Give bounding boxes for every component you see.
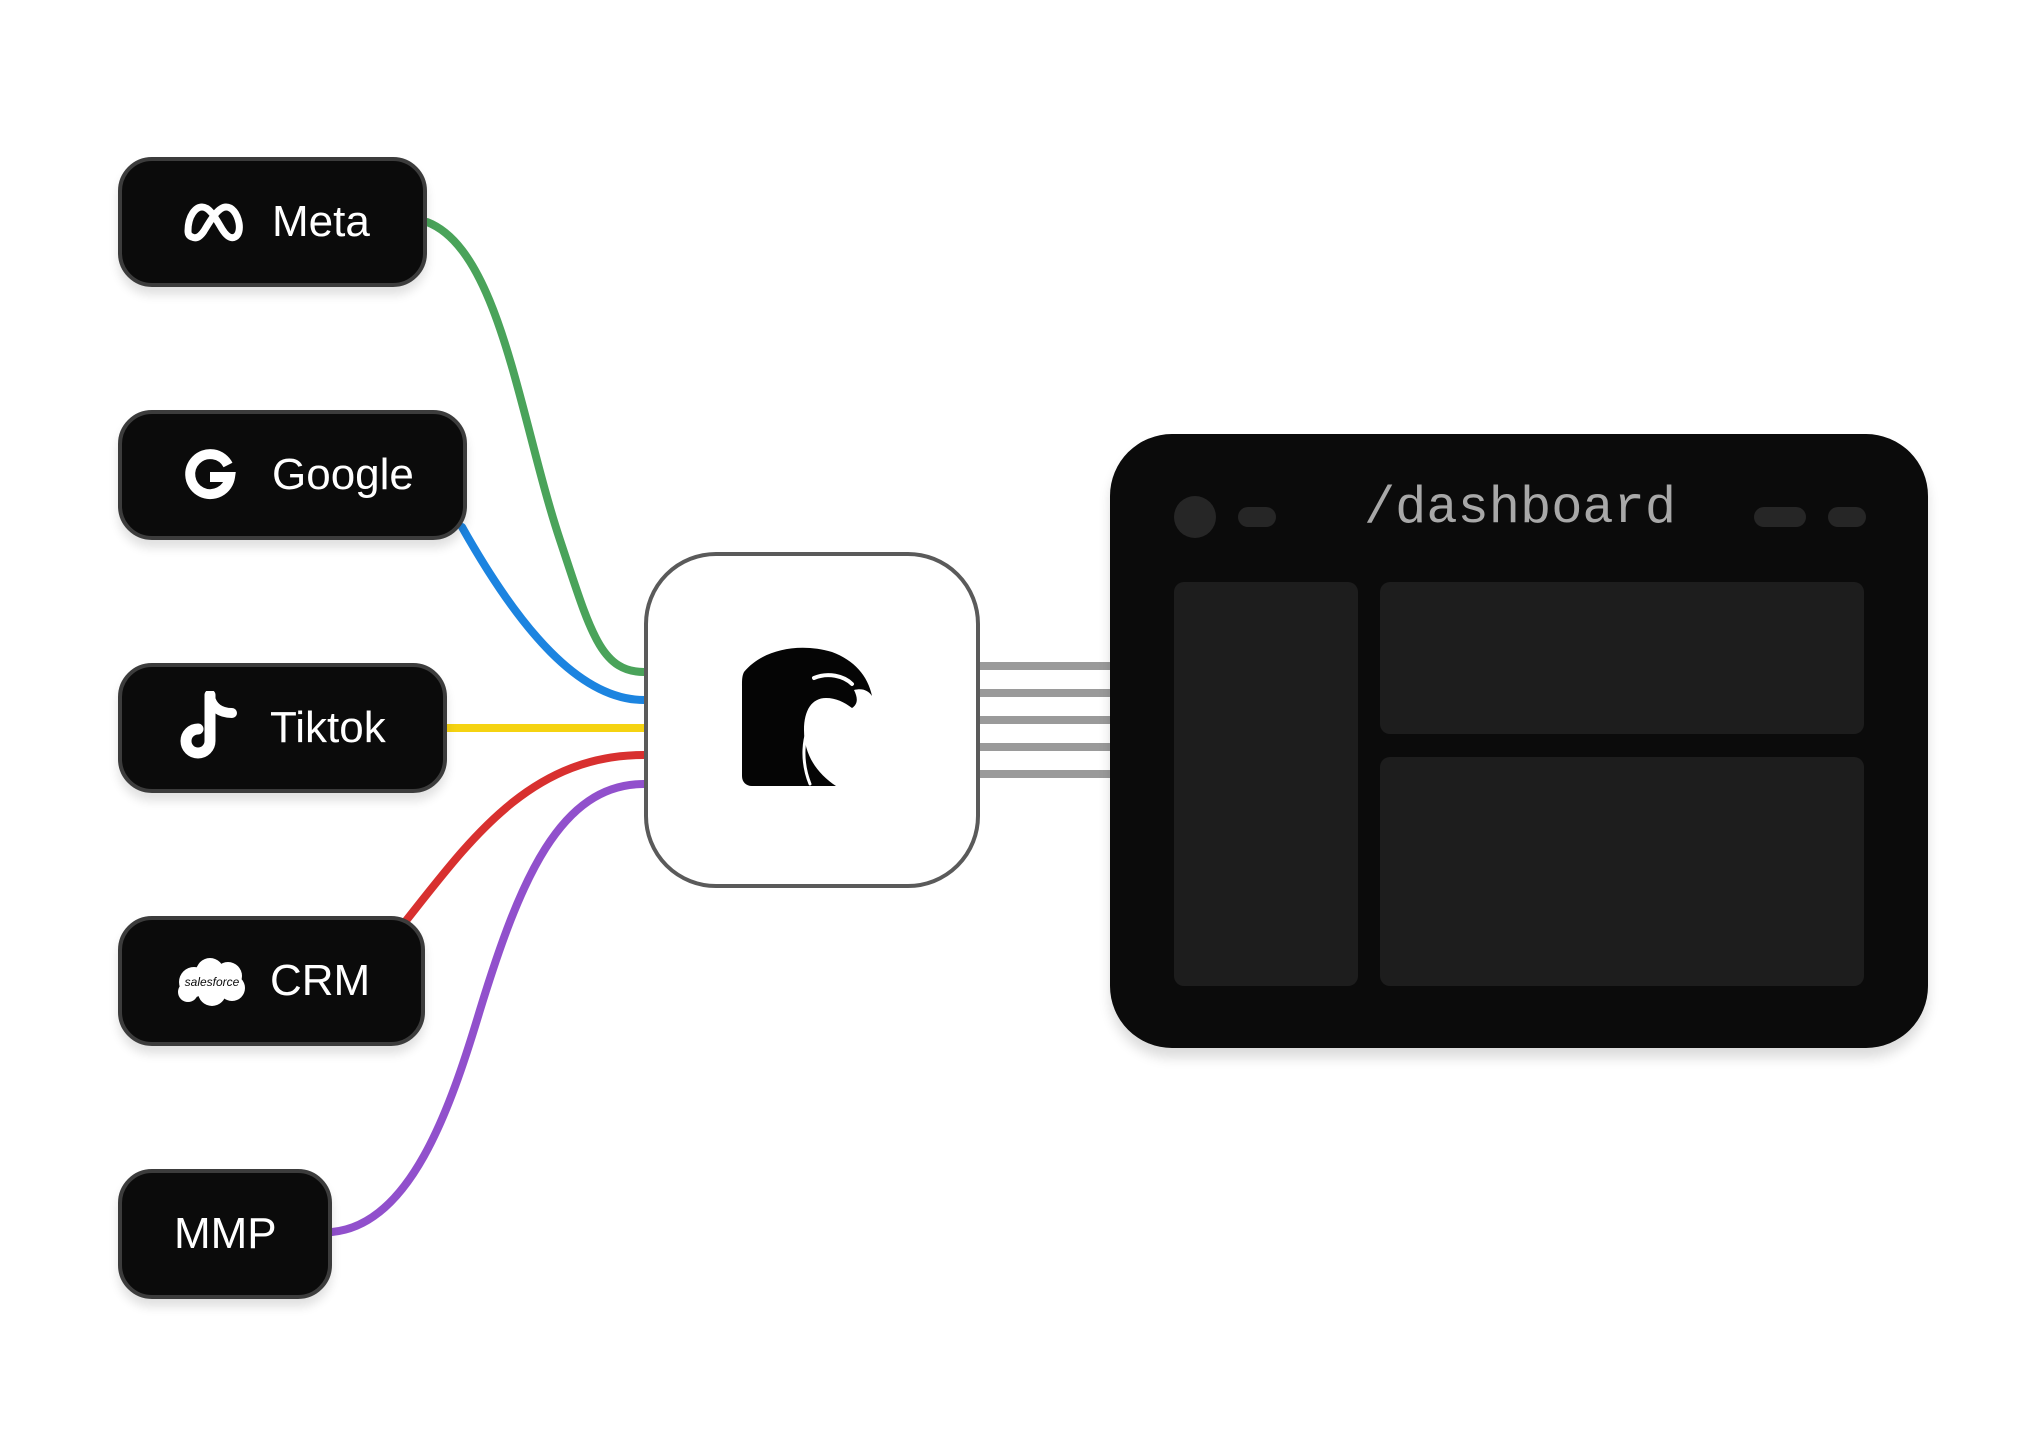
eagle-logo-icon — [732, 638, 892, 803]
connector-mmp — [328, 780, 648, 1236]
dashboard-window: /dashboard — [1110, 434, 1928, 1048]
meta-icon — [182, 201, 244, 243]
google-icon — [182, 447, 238, 503]
source-google: Google — [118, 410, 467, 540]
window-control-pill — [1238, 507, 1276, 527]
dashboard-bottom-panel — [1380, 757, 1864, 986]
connector-google — [458, 523, 648, 704]
dashboard-title: /dashboard — [1363, 479, 1677, 538]
source-tiktok: Tiktok — [118, 663, 447, 793]
output-lines — [980, 662, 1112, 778]
source-label: Google — [272, 450, 414, 499]
source-meta: Meta — [118, 157, 427, 287]
source-mmp: MMP — [118, 1169, 332, 1299]
hub-node — [644, 552, 980, 888]
salesforce-wordmark: salesforce — [185, 975, 240, 989]
window-control-pill — [1828, 507, 1866, 527]
source-label: MMP — [174, 1209, 277, 1258]
source-label: CRM — [270, 956, 371, 1005]
source-label: Tiktok — [270, 703, 386, 752]
connector-meta — [423, 218, 648, 676]
source-crm: salesforce CRM — [118, 916, 425, 1046]
connector-crm — [401, 751, 648, 926]
source-label: Meta — [272, 197, 370, 246]
dashboard-sidebar-panel — [1174, 582, 1358, 986]
salesforce-icon: salesforce — [174, 954, 250, 1008]
dashboard-top-panel — [1380, 582, 1864, 734]
tiktok-icon — [176, 691, 246, 765]
window-control-pill — [1754, 507, 1806, 527]
window-control-dot — [1174, 496, 1216, 538]
